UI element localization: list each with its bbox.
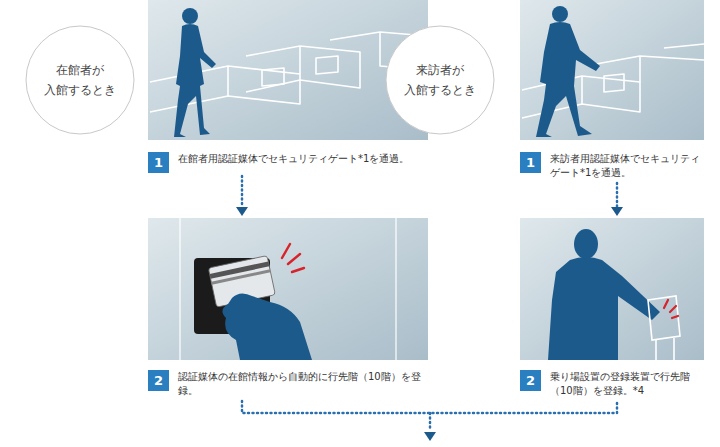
scene-circle: 在館者が 入館するとき xyxy=(25,25,135,135)
step-description: 在館者用認証媒体でセキュリティゲート*1を通過。 xyxy=(178,152,430,166)
step-number: 2 xyxy=(520,370,541,391)
arrow-head xyxy=(236,207,248,216)
scene-circle: 来訪者が 入館するとき xyxy=(385,25,495,135)
flow-line xyxy=(241,176,244,207)
step-number: 2 xyxy=(148,370,169,391)
circle-outline xyxy=(385,25,495,135)
step-number: 1 xyxy=(520,152,541,173)
circle-outline xyxy=(25,25,135,135)
circle-shape xyxy=(386,26,494,134)
arrow-head xyxy=(611,207,623,216)
step-row: 1 在館者用認証媒体でセキュリティゲート*1を通過。 xyxy=(148,152,430,173)
scene-title: 在館者が 入館するとき xyxy=(40,60,120,100)
step-box: 2 認証媒体の在館情報から自動的に行先階（10階）を登録。 xyxy=(148,218,430,398)
gate-scene xyxy=(148,0,428,140)
circle-shape xyxy=(26,26,134,134)
step-box: 1 来訪者用認証媒体でセキュリティゲート*1を通過。 xyxy=(520,0,704,180)
flow-arrow xyxy=(236,176,248,216)
card-reader-scene xyxy=(148,218,428,360)
merge-connector xyxy=(242,401,617,441)
scene-title: 来訪者が 入館するとき xyxy=(400,60,480,100)
step-number: 1 xyxy=(148,152,169,173)
step-description: 来訪者用認証媒体でセキュリティゲート*1を通過。 xyxy=(550,152,704,180)
step-description: 認証媒体の在館情報から自動的に行先階（10階）を登録。 xyxy=(178,370,430,398)
gate-scene xyxy=(520,0,704,140)
step-row: 1 来訪者用認証媒体でセキュリティゲート*1を通過。 xyxy=(520,152,704,180)
step-row: 2 認証媒体の在館情報から自動的に行先階（10階）を登録。 xyxy=(148,370,430,398)
flow-arrow xyxy=(611,183,623,216)
step-row: 2 乗り場設置の登録装置で行先階（10階）を登録。*4 xyxy=(520,370,704,398)
step-box: 2 乗り場設置の登録装置で行先階（10階）を登録。*4 xyxy=(520,218,704,398)
step-description: 乗り場設置の登録装置で行先階（10階）を登録。*4 xyxy=(550,370,704,398)
flow-line xyxy=(616,183,619,207)
registration-scene xyxy=(520,218,704,360)
